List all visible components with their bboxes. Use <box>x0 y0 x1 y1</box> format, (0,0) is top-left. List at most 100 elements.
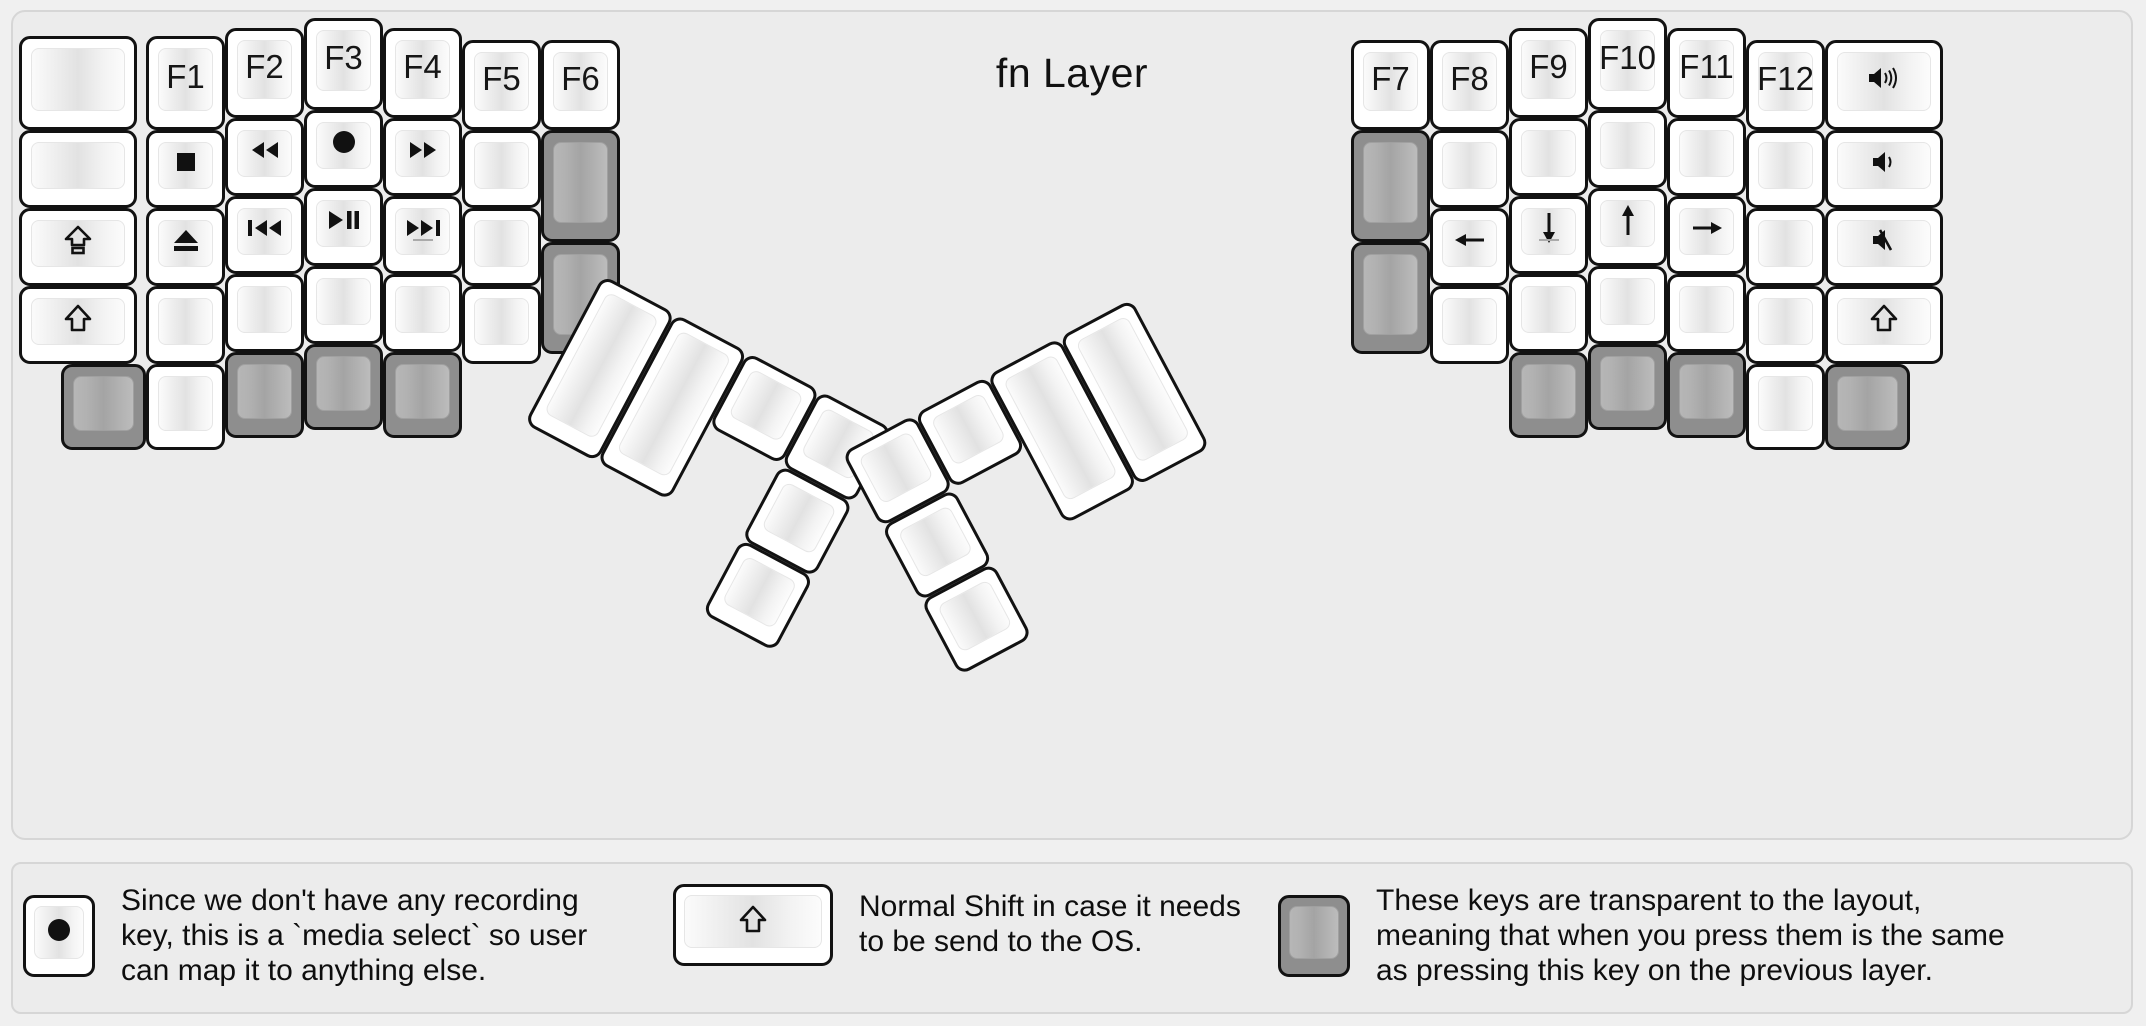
key-left-c4-r1-fast-forward[interactable] <box>383 118 462 196</box>
keycap-surface <box>897 504 974 579</box>
keycap-surface <box>936 579 1013 654</box>
key-left-c4-r2-next-track[interactable] <box>383 196 462 274</box>
key-left-c5-r3[interactable] <box>462 286 541 364</box>
legend-key-record[interactable] <box>23 895 95 978</box>
key-left-c2-r0-f2[interactable]: F2 <box>225 28 304 118</box>
key-right-c5-r1[interactable] <box>1746 130 1825 208</box>
key-left-c3-r2-play-pause[interactable] <box>304 188 383 266</box>
key-left-c5-r1[interactable] <box>462 130 541 208</box>
keycap-surface <box>721 555 798 630</box>
key-left-c1-r4[interactable] <box>146 364 225 450</box>
key-right-c6-r1-volume-down[interactable] <box>1825 130 1943 208</box>
key-right-c5-r3[interactable] <box>1746 286 1825 364</box>
key-right-c4-r3[interactable] <box>1667 274 1746 352</box>
key-left-c2-r2-previous-track[interactable] <box>225 196 304 274</box>
key-right-c1-r3[interactable] <box>1430 286 1509 364</box>
key-right-c4-r2-arrow-right[interactable] <box>1667 196 1746 274</box>
key-right-c0-r1-transparent[interactable] <box>1351 130 1430 242</box>
keycap-surface <box>553 142 608 223</box>
keycap-surface <box>1363 52 1418 111</box>
keycap-surface <box>1600 122 1655 169</box>
key-left-c2-r4-transparent[interactable] <box>225 352 304 438</box>
keycap-surface <box>1600 200 1655 247</box>
keycap-surface <box>158 376 213 431</box>
keycap-surface <box>1837 220 1931 267</box>
keycap-surface <box>1442 142 1497 189</box>
key-left-c0-r2-capslock[interactable] <box>19 208 137 286</box>
key-left-c1-r3[interactable] <box>146 286 225 364</box>
key-right-c6-r2-volume-mute[interactable] <box>1825 208 1943 286</box>
key-right-c5-r0-f12[interactable]: F12 <box>1746 40 1825 130</box>
key-left-c3-r1-record[interactable] <box>304 110 383 188</box>
key-left-c1-r1-stop[interactable] <box>146 130 225 208</box>
key-left-c2-r1-rewind[interactable] <box>225 118 304 196</box>
key-left-c4-r4-transparent[interactable] <box>383 352 462 438</box>
key-right-c4-r4-transparent[interactable] <box>1667 352 1746 438</box>
key-left-c6-r0-f6[interactable]: F6 <box>541 40 620 130</box>
key-right-c1-r1[interactable] <box>1430 130 1509 208</box>
keycap-surface <box>158 142 213 189</box>
keycap-surface <box>316 200 371 247</box>
legend-key-shift[interactable] <box>673 884 833 966</box>
key-left-c1-r0-f1[interactable]: F1 <box>146 36 225 130</box>
key-left-c4-r0-f4[interactable]: F4 <box>383 28 462 118</box>
key-right-c5-r4[interactable] <box>1746 364 1825 450</box>
key-left-c1-r2-eject[interactable] <box>146 208 225 286</box>
keycap-surface <box>474 142 529 189</box>
key-left-c2-r3[interactable] <box>225 274 304 352</box>
key-right-c1-r0-f8[interactable]: F8 <box>1430 40 1509 130</box>
key-left-c3-r3[interactable] <box>304 266 383 344</box>
keycap-surface <box>395 286 450 333</box>
key-right-c3-r0-f10[interactable]: F10 <box>1588 18 1667 110</box>
key-right-c3-r2-arrow-up[interactable] <box>1588 188 1667 266</box>
keycap-surface <box>857 430 935 505</box>
keycap-surface <box>158 298 213 345</box>
key-left-c0-r3-shift[interactable] <box>19 286 137 364</box>
key-right-c1-r2-arrow-left[interactable] <box>1430 208 1509 286</box>
key-right-c2-r1[interactable] <box>1509 118 1588 196</box>
key-right-c3-r3[interactable] <box>1588 266 1667 344</box>
key-right-c0-r0-f7[interactable]: F7 <box>1351 40 1430 130</box>
key-right-c6-r4-transparent[interactable] <box>1825 364 1910 450</box>
key-right-c4-r1[interactable] <box>1667 118 1746 196</box>
legend-text: These keys are transparent to the layout… <box>1376 884 2005 987</box>
legend-key-transparent[interactable] <box>1278 895 1350 978</box>
key-right-c2-r4-transparent[interactable] <box>1509 352 1588 438</box>
key-left-c6-r1-transparent[interactable] <box>541 130 620 242</box>
key-left-c5-r2[interactable] <box>462 208 541 286</box>
keycap-surface <box>930 392 1007 467</box>
key-right-c3-r1[interactable] <box>1588 110 1667 188</box>
keycap-surface <box>158 220 213 267</box>
keycap-surface <box>1758 52 1813 111</box>
key-left-c0-r1[interactable] <box>19 130 137 208</box>
key-right-c6-r0-volume-up[interactable] <box>1825 40 1943 130</box>
key-left-c4-r3[interactable] <box>383 274 462 352</box>
key-right-c2-r2-arrow-down[interactable] <box>1509 196 1588 274</box>
key-right-c4-r0-f11[interactable]: F11 <box>1667 28 1746 118</box>
keycap-surface <box>1521 208 1576 255</box>
key-right-c5-r2[interactable] <box>1746 208 1825 286</box>
key-right-c0-r2-transparent[interactable] <box>1351 242 1430 354</box>
keycap-surface <box>395 364 450 419</box>
key-right-c2-r0-f9[interactable]: F9 <box>1509 28 1588 118</box>
key-right-c6-r3-shift[interactable] <box>1825 286 1943 364</box>
key-left-c0-r4-transparent[interactable] <box>61 364 146 450</box>
keycap-surface <box>316 356 371 411</box>
key-right-c3-r4-transparent[interactable] <box>1588 344 1667 430</box>
keycap-surface <box>1758 376 1813 431</box>
keycap-surface <box>553 52 608 111</box>
record-icon <box>26 898 92 961</box>
keycap-surface <box>728 368 805 443</box>
key-left-c5-r0-f5[interactable]: F5 <box>462 40 541 130</box>
key-left-c0-r0[interactable] <box>19 36 137 130</box>
page-title: fn Layer <box>995 50 1149 96</box>
keycap-surface <box>1442 52 1497 111</box>
key-left-c3-r4-transparent[interactable] <box>304 344 383 430</box>
keycap-surface <box>31 48 125 111</box>
key-right-c2-r3[interactable] <box>1509 274 1588 352</box>
keycap-surface <box>760 481 838 556</box>
keycap-surface <box>237 40 292 99</box>
keycap-surface <box>1837 298 1931 345</box>
keycap-surface <box>1837 142 1931 189</box>
key-left-c3-r0-f3[interactable]: F3 <box>304 18 383 110</box>
